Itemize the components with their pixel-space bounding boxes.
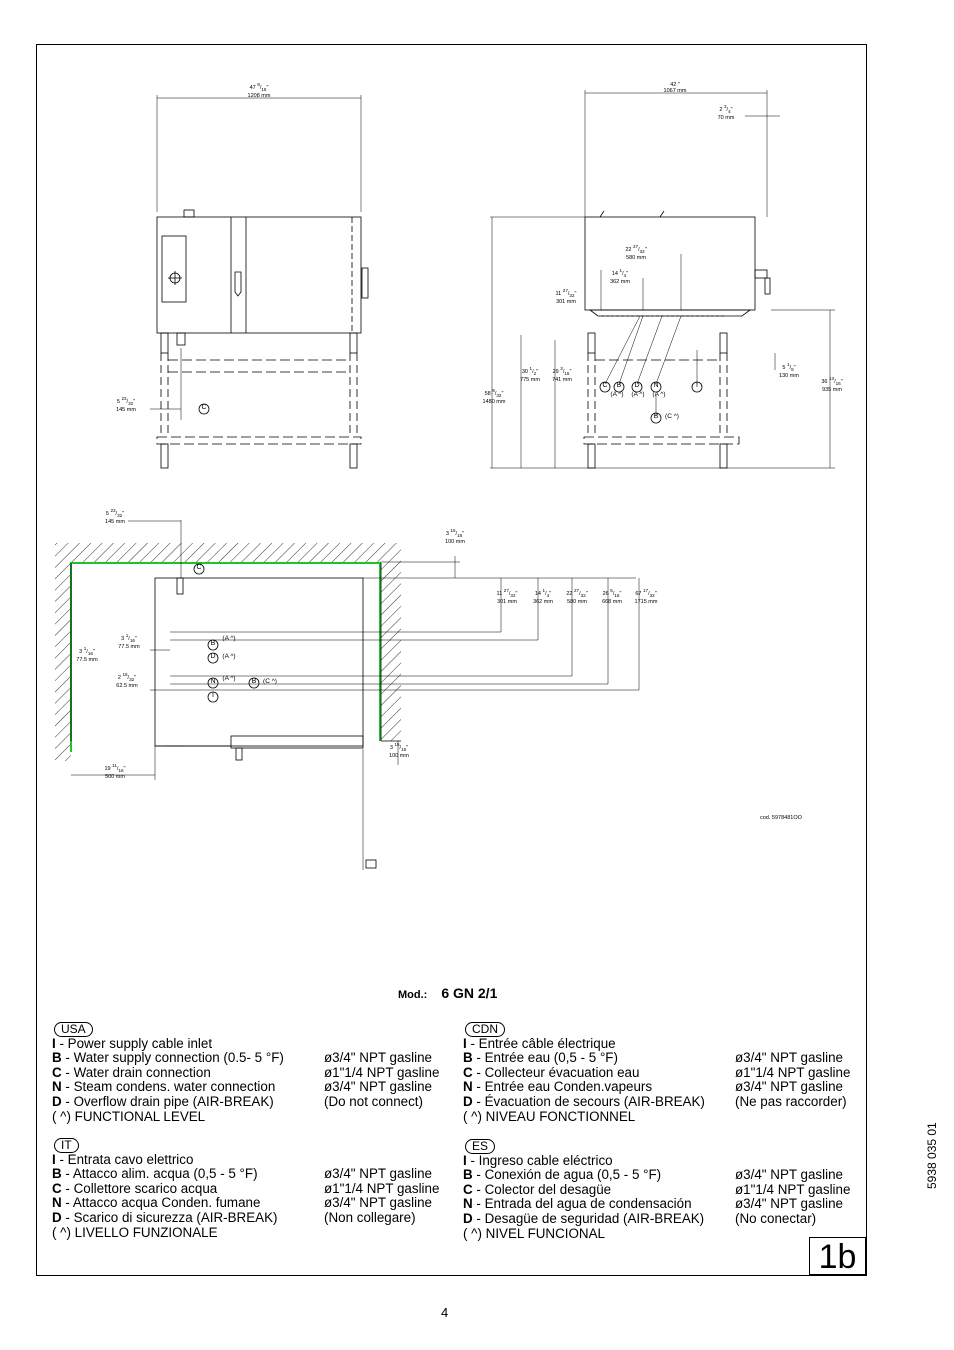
legend-cdn-row: ( ^) NIVEAU FONCTIONNEL: [463, 1108, 636, 1124]
plan-668-dim: 26 5/16"668 mm: [602, 588, 622, 605]
side-741-dim: 29 3/16"741 mm: [552, 366, 572, 383]
legend-it-row: B - Attacco alim. acqua (0,5 - 5 °F)ø3/4…: [52, 1166, 432, 1182]
side-conn-b-lower: B: [653, 413, 659, 420]
plan-conn-i: I: [212, 692, 214, 699]
side-1480-dim: 58 9/32"1480 mm: [482, 388, 506, 405]
legend-es: ES I - Ingreso cable eléctrico B - Conex…: [463, 1139, 851, 1241]
side-301-dim: 11 27/32"301 mm: [555, 288, 577, 305]
side-conn-n: N: [653, 382, 659, 389]
legend-cdn: CDN I - Entrée câble électrique B - Entr…: [463, 1022, 851, 1124]
legend-usa-tag: USA: [54, 1022, 93, 1037]
legend-es-row: I - Ingreso cable eléctrico: [463, 1152, 613, 1168]
legend-it-row: ( ^) LIVELLO FUNZIONALE: [52, 1224, 218, 1240]
side-rear-dim: 2 3/4" 70 mm: [717, 104, 735, 121]
legend-usa-row: I - Power supply cable inlet: [52, 1035, 213, 1051]
plan-362-dim: 14 1/4"362 mm: [533, 588, 553, 605]
plan-775-dim: 3 1/16"77.5 mm: [118, 633, 140, 650]
front-side-dim: 5 23/32" 145 mm: [116, 396, 136, 413]
plan-580-dim: 22 27/32"580 mm: [566, 588, 588, 605]
side-conn-c: C: [602, 382, 608, 389]
legend-usa-row: ( ^) FUNCTIONAL LEVEL: [52, 1108, 206, 1124]
page-label-box: 1b: [809, 1237, 866, 1276]
legend-es-row: D - Desagüe de seguridad (AIR-BREAK)(No …: [463, 1210, 817, 1226]
front-conn-c: C: [201, 404, 207, 411]
side-935-dim: 36 13/16"935 mm: [821, 376, 843, 393]
side-view: [490, 90, 835, 469]
side-conn-i: I: [696, 382, 698, 389]
legend-usa-row: D - Overflow drain pipe (AIR-BREAK)(Do n…: [52, 1093, 423, 1109]
plan-conn-n: N: [210, 678, 216, 685]
model-value: 6 GN 2/1: [441, 985, 498, 1001]
legend-es-tag: ES: [465, 1139, 496, 1154]
legend-it-tag: IT: [54, 1138, 79, 1153]
plan-775b-dim: 3 1/16"77.5 mm: [76, 646, 98, 663]
plan-conn-d: D: [210, 653, 216, 660]
side-level-a-1: (A ^): [610, 391, 624, 398]
plan-clearance-top-dim: 3 15/16"100 mm: [445, 528, 465, 545]
legend-cdn-row: I - Entrée câble électrique: [463, 1035, 616, 1051]
plan-conn-c: C: [196, 564, 202, 571]
legend-cdn-row: B - Entrée eau (0,5 - 5 °F)ø3/4" NPT gas…: [463, 1050, 843, 1066]
side-362-dim: 14 1/4"362 mm: [610, 268, 630, 285]
legend-usa: USA I - Power supply cable inlet B - Wat…: [52, 1022, 440, 1124]
legend-cdn-row: D - Évacuation de secours (AIR-BREAK)(Ne…: [463, 1093, 847, 1109]
plan-conn-b2: B: [251, 678, 257, 685]
side-conn-b: B: [616, 382, 622, 389]
side-level-a-2: (A ^): [631, 391, 645, 398]
legend-it-row: D - Scarico di sicurezza (AIR-BREAK)(Non…: [52, 1209, 416, 1225]
plan-level-c: (C ^): [263, 678, 277, 685]
side-conn-d: D: [634, 382, 640, 389]
plan-level-a-1: (A ^): [222, 635, 236, 642]
model-line: Mod.: 6 GN 2/1: [398, 985, 497, 1001]
model-label: Mod.:: [398, 989, 428, 1001]
side-level-a-3: (A ^): [652, 391, 666, 398]
side-580-dim: 22 27/32"580 mm: [625, 244, 647, 261]
drawing-code: cod. 5978481OO: [760, 815, 802, 821]
plan-view: [55, 520, 640, 870]
front-view: [150, 95, 369, 469]
front-width-dim: 47 9/16" 1208 mm: [247, 82, 271, 99]
legend-it: IT I - Entrata cavo elettrico B - Attacc…: [52, 1138, 440, 1240]
side-depth-dim: 42 "1067 mm: [663, 82, 687, 94]
legend-cdn-tag: CDN: [465, 1022, 505, 1037]
legend-usa-row: B - Water supply connection (0.5- 5 °F)ø…: [52, 1050, 432, 1066]
side-130-dim: 5 1/8"130 mm: [779, 362, 799, 379]
page-number: 4: [441, 1305, 449, 1320]
page-frame: [36, 44, 867, 1276]
technical-drawing: [55, 90, 835, 870]
plan-level-a-2: (A ^): [222, 653, 236, 660]
legend-it-row: I - Entrata cavo elettrico: [52, 1151, 194, 1167]
side-775-dim: 30 1/2"775 mm: [520, 366, 540, 383]
document-code: 5938 035 01: [925, 1122, 939, 1189]
legend-es-row: ( ^) NIVEL FUNCIONAL: [463, 1225, 605, 1241]
plan-top-dim: 5 23/32"145 mm: [105, 508, 125, 525]
plan-left-dim: 19 11/16"500 mm: [104, 763, 126, 780]
plan-1715-dim: 67 17/32"1715 mm: [634, 588, 658, 605]
plan-level-a-3: (A ^): [222, 675, 236, 682]
plan-625-dim: 2 15/32"62.5 mm: [116, 672, 138, 689]
side-level-c: (C ^): [665, 413, 679, 420]
legend-es-row: B - Conexión de agua (0,5 - 5 °F)ø3/4" N…: [463, 1167, 843, 1183]
plan-conn-b: B: [210, 640, 216, 647]
plan-301-dim: 11 27/32"301 mm: [496, 588, 518, 605]
plan-clearance-right-dim: 3 15/16"100 mm: [389, 742, 409, 759]
